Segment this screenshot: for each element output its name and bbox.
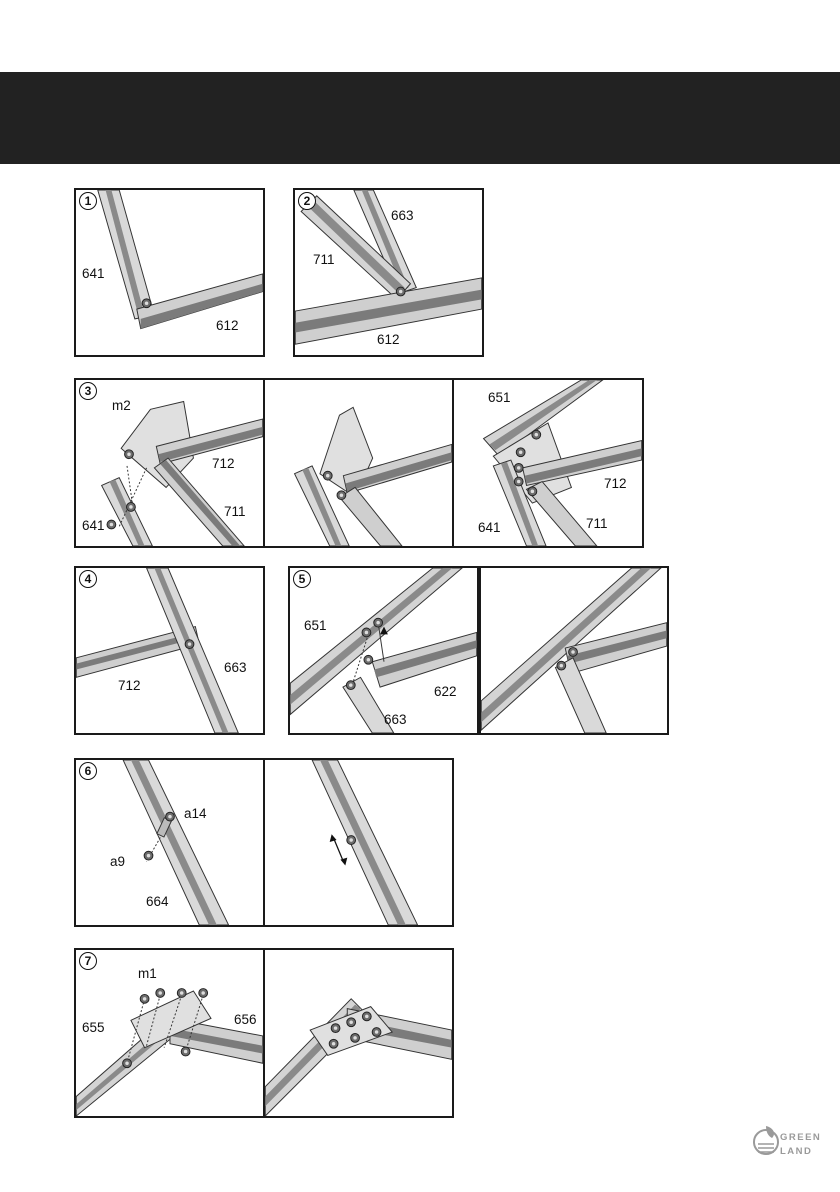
step-4-illustration	[76, 568, 263, 733]
step-3c-panel: 651 712 711 641	[452, 378, 644, 548]
step-7a-panel: 7 m1 655 656	[74, 948, 265, 1118]
step-7b-panel	[263, 948, 454, 1118]
part-label: 711	[224, 504, 246, 519]
part-label: 641	[82, 266, 105, 281]
step-4-panel: 4 712 663	[74, 566, 265, 735]
step-number: 3	[79, 382, 97, 400]
step-3a-panel: 3 m2 712 711 641	[74, 378, 265, 548]
step-2-panel: 2 663 711 612	[293, 188, 484, 357]
part-label: 651	[304, 618, 327, 633]
part-label: 622	[434, 684, 457, 699]
step-number: 2	[298, 192, 316, 210]
step-6b-illustration	[265, 760, 452, 925]
step-number: 6	[79, 762, 97, 780]
part-label: 663	[391, 208, 414, 223]
part-label: 655	[82, 1020, 105, 1035]
part-label: 663	[384, 712, 407, 727]
part-label: 651	[488, 390, 511, 405]
part-label: 612	[216, 318, 239, 333]
part-label: 712	[118, 678, 141, 693]
step-1-panel: 1 641 612	[74, 188, 265, 357]
part-label: 612	[377, 332, 400, 347]
part-label: 664	[146, 894, 169, 909]
part-label: 656	[234, 1012, 257, 1027]
step-3b-illustration	[265, 380, 452, 546]
step-number: 4	[79, 570, 97, 588]
step-number: 7	[79, 952, 97, 970]
step-2-illustration	[295, 190, 482, 355]
part-label: 641	[82, 518, 105, 533]
step-number: 1	[79, 192, 97, 210]
leaf-house-logo-icon	[752, 1120, 780, 1166]
part-label: 663	[224, 660, 247, 675]
part-label: 711	[586, 516, 608, 531]
part-label: 712	[212, 456, 235, 471]
part-label: a9	[110, 854, 125, 869]
step-6a-panel: 6 a14 a9 664	[74, 758, 265, 927]
step-5a-panel: 5 651 622 663	[288, 566, 479, 735]
step-5b-illustration	[481, 568, 667, 733]
greenland-logo: GREEN LAND	[752, 1120, 822, 1172]
step-5a-illustration	[290, 568, 477, 733]
part-label: m2	[112, 398, 131, 413]
part-label: m1	[138, 966, 157, 981]
step-5b-panel	[479, 566, 669, 735]
step-number: 5	[293, 570, 311, 588]
step-3b-panel	[263, 378, 454, 548]
part-label: 641	[478, 520, 501, 535]
step-7b-illustration	[265, 950, 452, 1116]
header-band	[0, 72, 840, 164]
part-label: 711	[313, 252, 335, 267]
part-label: a14	[184, 806, 207, 821]
part-label: 712	[604, 476, 627, 491]
step-6a-illustration	[76, 760, 263, 925]
step-6b-panel	[263, 758, 454, 927]
logo-text-line2: LAND	[780, 1146, 812, 1157]
logo-text-line1: GREEN	[780, 1132, 821, 1143]
